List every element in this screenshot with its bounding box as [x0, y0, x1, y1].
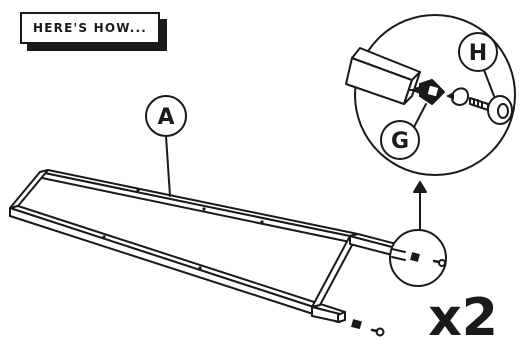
badge-text: HERE'S HOW... — [33, 21, 147, 35]
label-g-text: G — [391, 129, 409, 154]
bottom-end-hardware — [351, 319, 385, 337]
label-h-text: H — [469, 41, 487, 66]
small-detail-circle — [389, 229, 447, 287]
label-a-callout — [145, 95, 187, 197]
label-g-callout — [380, 103, 427, 160]
heres-how-badge: HERE'S HOW... — [20, 12, 170, 52]
frame-part-a — [9, 169, 405, 323]
label-a-text: A — [157, 105, 174, 130]
zoom-arrow — [413, 181, 427, 230]
label-h-callout — [458, 32, 498, 97]
quantity-multiplier: x2 — [428, 288, 498, 348]
badge-box: HERE'S HOW... — [20, 12, 160, 44]
